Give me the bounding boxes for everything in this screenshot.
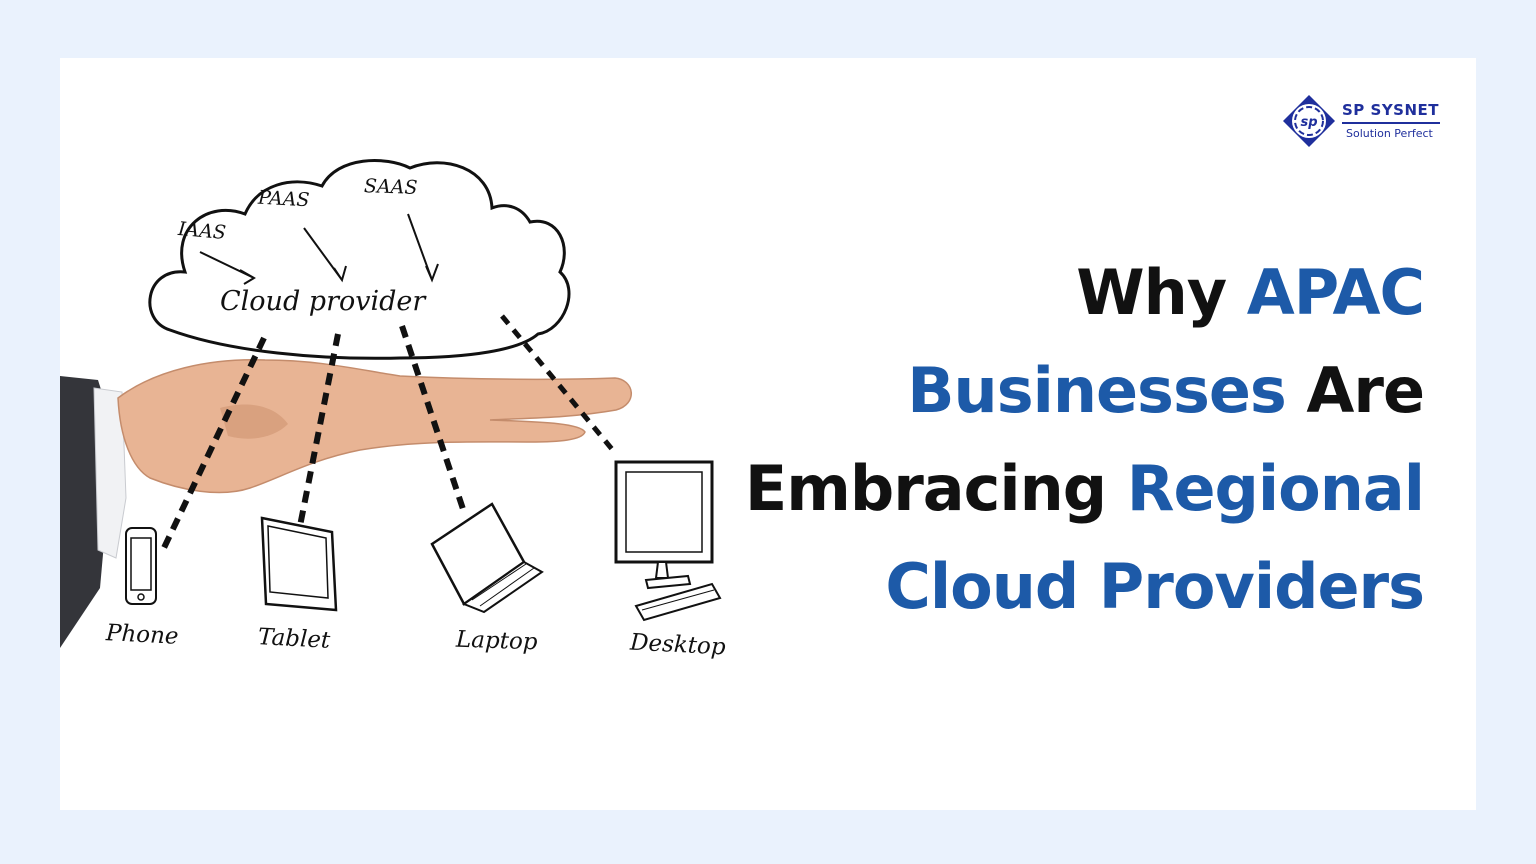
- tablet-label: Tablet: [257, 624, 331, 654]
- cloud-illustration: IAAS PAAS SAAS Cloud provider Phone Tabl…: [60, 58, 820, 810]
- desktop-connector: [500, 314, 618, 456]
- title-word-cloud-providers: Cloud Providers: [885, 550, 1425, 623]
- cloud-provider-label: Cloud provider: [220, 286, 426, 317]
- title-word-are: Are: [1306, 354, 1425, 427]
- logo-monogram: sp: [1300, 115, 1317, 130]
- laptop-device: [430, 502, 544, 614]
- tablet-device: [260, 516, 338, 612]
- title-word-businesses: Businesses: [907, 354, 1286, 427]
- phone-device: [125, 527, 157, 605]
- saas-arrow: [407, 213, 439, 283]
- cloud-shape: [148, 159, 571, 360]
- thumb: [220, 404, 288, 439]
- page-title: Why APAC Businesses Are Embracing Region…: [704, 244, 1425, 636]
- laptop-connector: [399, 325, 467, 513]
- sp-sysnet-logo[interactable]: sp SP SYSNET Solution Perfect: [1282, 94, 1452, 150]
- paas-arrow: [303, 227, 347, 283]
- logo-name: SP SYSNET: [1342, 101, 1440, 119]
- logo-tagline: Solution Perfect: [1346, 127, 1433, 140]
- laptop-label: Laptop: [455, 626, 538, 656]
- title-word-why: Why: [1076, 256, 1227, 329]
- title-word-regional: Regional: [1126, 452, 1425, 525]
- title-word-embracing: Embracing: [744, 452, 1107, 525]
- logo-emblem-icon: sp: [1283, 95, 1335, 147]
- tablet-connector: [297, 333, 341, 527]
- logo-divider: [1342, 122, 1440, 124]
- cloud-diagram-drawing: [60, 159, 722, 648]
- shirt-cuff: [93, 387, 127, 559]
- banner-card: IAAS PAAS SAAS Cloud provider Phone Tabl…: [60, 58, 1476, 810]
- iaas-label: IAAS: [177, 217, 227, 245]
- iaas-arrow: [199, 251, 256, 285]
- desktop-device: [614, 460, 722, 622]
- paas-label: PAAS: [257, 186, 311, 212]
- title-word-apac: APAC: [1246, 256, 1425, 329]
- open-hand: [117, 359, 632, 494]
- phone-label: Phone: [105, 620, 180, 650]
- saas-label: SAAS: [363, 175, 418, 199]
